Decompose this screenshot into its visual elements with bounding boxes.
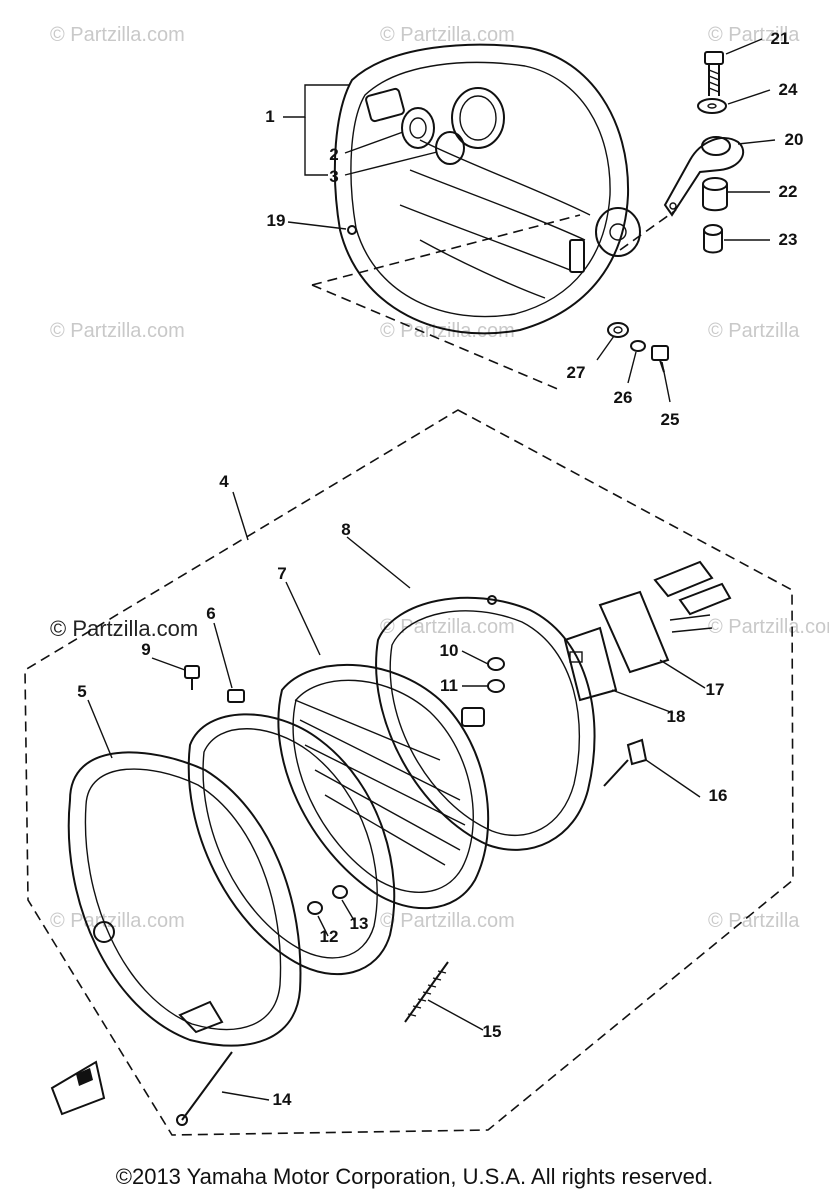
- callout-20: 20: [784, 130, 804, 149]
- reflector-housing: [375, 595, 596, 851]
- callout-16: 16: [708, 786, 728, 805]
- callout-3: 3: [329, 167, 339, 186]
- connector-block: [563, 626, 618, 702]
- wire-clip: [603, 738, 648, 787]
- headlight-rim: [67, 751, 302, 1047]
- callout-6: 6: [206, 604, 216, 623]
- watermark: © Partzilla.com: [708, 616, 829, 638]
- watermark: © Partzilla.com: [380, 616, 515, 638]
- callout-13: 13: [349, 914, 369, 933]
- copyright-footer: ©2013 Yamaha Motor Corporation, U.S.A. A…: [115, 1164, 714, 1189]
- screw-12: [307, 901, 323, 915]
- watermark: © Partzilla.com: [380, 320, 515, 342]
- mounting-bracket: [663, 136, 745, 217]
- watermark: © Partzilla.com: [380, 24, 515, 46]
- callout-7: 7: [277, 564, 287, 583]
- screw-9: [184, 665, 200, 690]
- callout-23: 23: [778, 230, 798, 249]
- callout-11: 11: [440, 676, 458, 695]
- washer-26: [630, 340, 646, 352]
- damper-22: [702, 177, 728, 212]
- callout-27: 27: [566, 363, 586, 382]
- callout-9: 9: [141, 640, 151, 659]
- callout-14: 14: [272, 1090, 292, 1109]
- watermark: © Partzilla: [708, 320, 800, 342]
- callout-12: 12: [319, 927, 339, 946]
- bolt-21: [704, 51, 724, 96]
- nut-11: [487, 679, 505, 693]
- nut-10: [487, 657, 505, 671]
- callout-2: 2: [329, 145, 339, 164]
- watermark: © Partzilla.com: [50, 24, 185, 46]
- leader-lines: [87, 38, 776, 1101]
- bolt-25: [651, 345, 669, 373]
- callout-21: 21: [770, 29, 790, 48]
- callout-19: 19: [266, 211, 286, 230]
- adjusting-spring: [404, 961, 449, 1023]
- callout-26: 26: [613, 388, 633, 407]
- watermark: © Partzilla: [708, 910, 800, 932]
- watermark: © Partzilla.com: [380, 910, 515, 932]
- headlight-shell: [333, 43, 641, 335]
- front-arrow-icon: [50, 1060, 106, 1116]
- callout-17: 17: [705, 680, 725, 699]
- washer-24: [697, 98, 727, 114]
- watermark: © Partzilla.com: [50, 320, 185, 342]
- callout-5: 5: [77, 682, 87, 701]
- callout-22: 22: [778, 182, 798, 201]
- nut-13: [332, 885, 348, 899]
- adjusting-screw: [176, 1051, 233, 1126]
- callout-1: 1: [265, 107, 275, 126]
- callout-25: 25: [660, 410, 680, 429]
- sealed-beam-lens: [277, 664, 490, 910]
- washer-27: [607, 322, 629, 338]
- callout-10: 10: [439, 641, 459, 660]
- watermark-dark: © Partzilla.com: [50, 616, 199, 641]
- callout-24: 24: [778, 80, 798, 99]
- callout-4: 4: [219, 472, 229, 491]
- callout-18: 18: [666, 707, 686, 726]
- collar-23: [703, 224, 723, 254]
- bulb-socket: [598, 560, 732, 674]
- watermark: © Partzilla: [708, 24, 800, 46]
- callout-15: 15: [482, 1022, 502, 1041]
- callout-8: 8: [341, 520, 351, 539]
